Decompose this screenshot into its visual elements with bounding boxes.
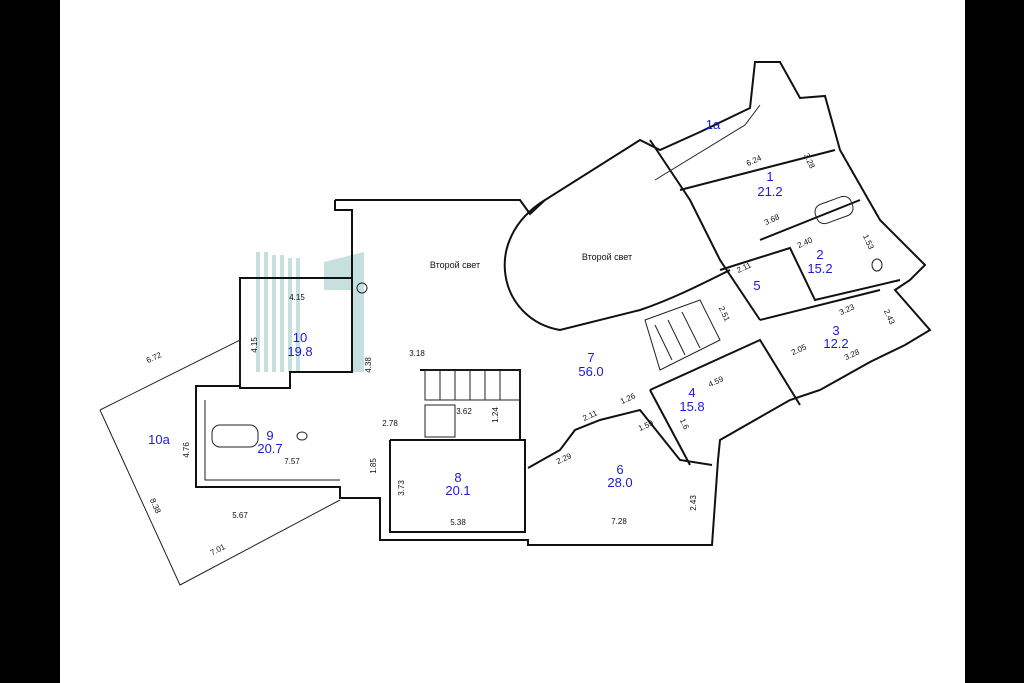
dimension-label: 2.43 [689, 495, 698, 511]
dimension-label: 4.15 [289, 293, 305, 302]
dimension-label: 5.67 [232, 511, 248, 520]
room-9-area: 20.7 [257, 441, 282, 456]
room-1a-label: 1а [706, 117, 721, 132]
room-10-number: 10 [293, 330, 307, 345]
dimension-label: 2.11 [735, 260, 753, 275]
dimension-label: 3.23 [838, 302, 856, 317]
dimension-label: 7.28 [611, 517, 627, 526]
note-double-height-right: Второй свет [582, 252, 632, 262]
room-3-number: 3 [832, 323, 839, 338]
room-2-area: 15.2 [807, 261, 832, 276]
dimension-label: 7.57 [284, 457, 300, 466]
dimension-label: 6.72 [145, 350, 163, 365]
dimension-label: 2.78 [382, 419, 398, 428]
dimension-label: 3.73 [397, 480, 406, 496]
dimension-label: 1.85 [369, 458, 378, 474]
dimension-label: 2.29 [555, 451, 573, 466]
dimension-label: 4.38 [364, 357, 373, 373]
dimension-label: 1.26 [619, 391, 637, 406]
walls [99, 61, 932, 586]
room-7-number: 7 [587, 350, 594, 365]
dimension-label: 1.6 [678, 417, 691, 431]
dimension-label: 1.24 [491, 407, 500, 423]
room-5-number: 5 [753, 278, 760, 293]
dimension-label: 5.38 [450, 518, 466, 527]
dimension-label: 3.18 [409, 349, 425, 358]
dimension-label: 2.43 [882, 308, 897, 326]
room-2-number: 2 [816, 247, 823, 262]
room-10a-label: 10а [148, 432, 170, 447]
room-8-number: 8 [454, 470, 461, 485]
dimension-label: 4.15 [250, 337, 259, 353]
room-4-area: 15.8 [679, 399, 704, 414]
dimension-label: 6.24 [745, 153, 763, 168]
room-1-area: 21.2 [757, 184, 782, 199]
room-6-area: 28.0 [607, 475, 632, 490]
dimension-label: 4.76 [182, 442, 191, 458]
dimension-label: 1.53 [861, 233, 876, 251]
dimension-label: 2.51 [717, 305, 732, 323]
room-6-number: 6 [616, 462, 623, 477]
dimension-label: 2.40 [796, 235, 814, 250]
room-9-number: 9 [266, 428, 273, 443]
dimension-label: 3.68 [763, 212, 781, 227]
room-3-area: 12.2 [823, 336, 848, 351]
room-1-number: 1 [766, 169, 773, 184]
room-8-area: 20.1 [445, 483, 470, 498]
room-4-number: 4 [688, 385, 695, 400]
note-double-height-left: Второй свет [430, 260, 480, 270]
dimension-label: 2.05 [790, 342, 808, 357]
dimension-label: 4.59 [707, 374, 725, 389]
room-labels: 1а 1 21.2 2 15.2 3 12.2 4 15.8 5 6 28.0 … [148, 117, 849, 498]
floor-plan-sheet: Второй свет Второй свет 1а 1 21.2 2 15.2… [60, 0, 965, 683]
highlight-overlay [256, 252, 364, 372]
dimension-label: 7.01 [209, 542, 227, 558]
dimension-label: 1.59 [637, 418, 655, 433]
dimension-label: 3.62 [456, 407, 472, 416]
floor-plan-drawing: Второй свет Второй свет 1а 1 21.2 2 15.2… [99, 61, 932, 586]
room-7-area: 56.0 [578, 364, 603, 379]
dimension-label: 8.38 [148, 497, 163, 515]
room-10-area: 19.8 [287, 344, 312, 359]
